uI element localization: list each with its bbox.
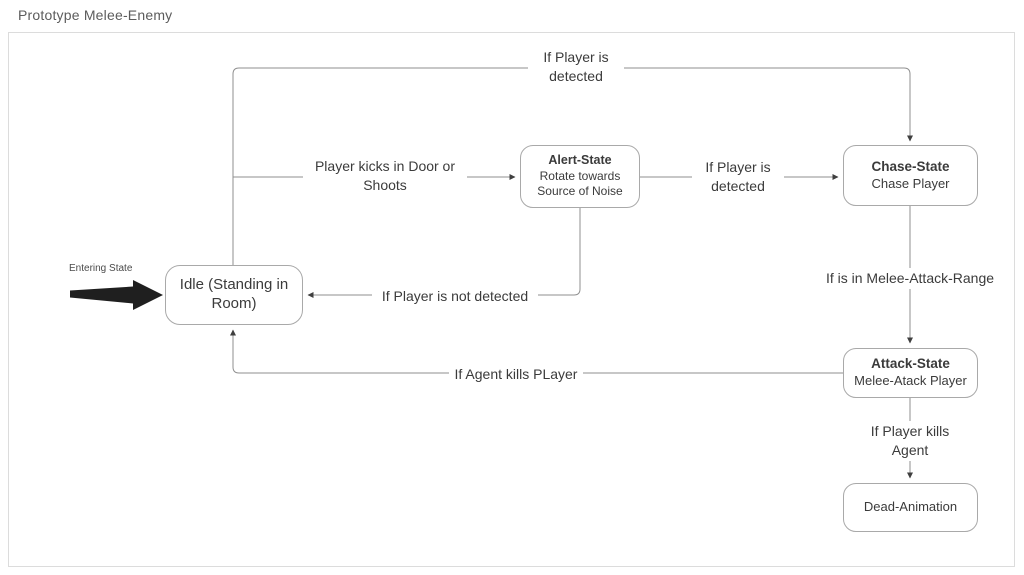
state-node-alert[interactable]: Alert-State Rotate towards Source of Noi… (520, 145, 640, 208)
edge-label-melee-attack-range: If is in Melee-Attack-Range (822, 268, 998, 289)
node-subtitle-line2: Source of Noise (537, 184, 623, 199)
state-node-attack[interactable]: Attack-State Melee-Atack Player (843, 348, 978, 398)
edge-label-if-player-detected-top: If Player is detected (528, 47, 624, 87)
node-title: Attack-State (871, 356, 950, 372)
node-subtitle-line1: Rotate towards (539, 168, 621, 183)
node-subtitle: Chase Player (871, 175, 950, 191)
edge-label-player-kicks-door: Player kicks in Door or Shoots (303, 156, 467, 196)
state-node-idle[interactable]: Idle (Standing in Room) (165, 265, 303, 325)
entering-state-label: Entering State (69, 263, 133, 274)
node-label: Idle (Standing in Room) (179, 276, 289, 312)
node-subtitle: Melee-Atack Player (854, 373, 967, 389)
edge-alert-to-idle (307, 208, 581, 298)
edge-attack-to-idle (230, 329, 843, 374)
node-title: Chase-State (871, 158, 950, 174)
edge-label-player-kills-agent: If Player kills Agent (864, 421, 956, 461)
edge-label-if-player-detected-mid: If Player is detected (692, 157, 784, 197)
node-title: Alert-State (548, 153, 612, 168)
node-label: Dead-Animation (863, 499, 958, 515)
edge-label-if-player-not-detected: If Player is not detected (372, 286, 538, 307)
entering-state-arrow (70, 280, 163, 310)
state-node-chase[interactable]: Chase-State Chase Player (843, 145, 978, 206)
edge-label-agent-kills-player: If Agent kills PLayer (449, 364, 583, 385)
page-title: Prototype Melee-Enemy (18, 7, 173, 23)
state-node-dead-animation[interactable]: Dead-Animation (843, 483, 978, 532)
